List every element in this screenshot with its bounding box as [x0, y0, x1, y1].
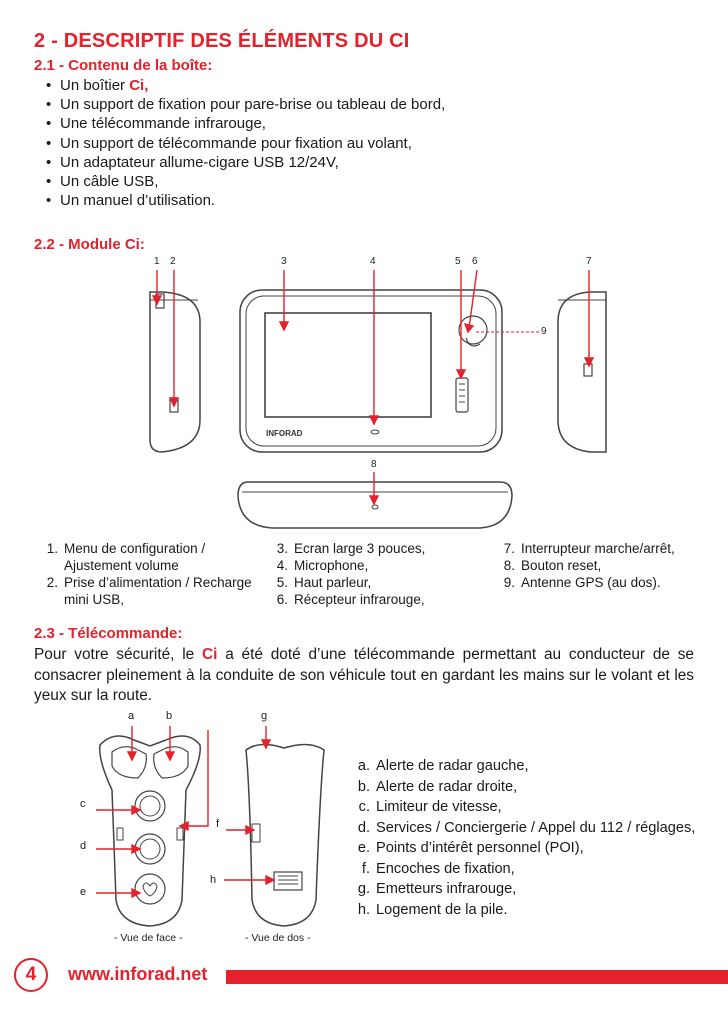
- callout-6: 6: [472, 256, 478, 267]
- legend-item: b.Alerte de radar droite,: [357, 778, 518, 795]
- remote-label-h: h: [210, 874, 217, 886]
- module-legend-col3: 7.Interrupteur marche/arrêt, 8.Bouton re…: [497, 540, 722, 591]
- legend-item: 7.Interrupteur marche/arrêt,: [503, 541, 675, 556]
- legend-item: 4.Microphone,: [276, 558, 369, 573]
- remote-illustration: [96, 726, 325, 927]
- website-link[interactable]: www.inforad.net: [68, 964, 208, 984]
- legend-item: 9.Antenne GPS (au dos).: [503, 575, 661, 590]
- device-screen: [264, 312, 432, 418]
- legend-item: 8.Bouton reset,: [503, 558, 602, 573]
- device-front: [239, 289, 503, 453]
- remote-paragraph: Pour votre sécurité, le Ci a été doté d’…: [34, 646, 694, 704]
- legend-item: c.Limiteur de vitesse,: [358, 799, 502, 815]
- remote-label-b: b: [166, 710, 173, 722]
- remote-front: [99, 735, 201, 927]
- legend-item: 6.Récepteur infrarouge,: [276, 592, 425, 607]
- page-number: 4: [14, 958, 48, 992]
- device-illustration: INFORAD: [149, 269, 607, 529]
- section-heading-box-contents: 2.1 - Contenu de la boîte:: [34, 57, 213, 74]
- legend-item: h.Logement de la pile.: [357, 901, 508, 918]
- list-item: Un câble USB,: [44, 172, 644, 191]
- legend-item: 1.Menu de configuration / Ajustement vol…: [46, 541, 206, 573]
- callout-2: 2: [170, 256, 176, 267]
- list-item: Un boîtier Ci,: [44, 76, 644, 95]
- legend-item: 2.Prise d’alimentation / Recharge mini U…: [46, 575, 252, 607]
- list-item-text: Un boîtier: [60, 77, 130, 94]
- legend-item: f.Encoches de fixation,: [361, 860, 515, 877]
- legend-item: g.Emetteurs infrarouge,: [357, 881, 517, 897]
- callout-7: 7: [586, 256, 592, 267]
- callout-9: 9: [541, 326, 547, 337]
- module-legend-col1: 1.Menu de configuration / Ajustement vol…: [40, 540, 260, 608]
- footer-bar: [226, 970, 728, 984]
- callout-8: 8: [371, 459, 377, 470]
- section-heading-module: 2.2 - Module Ci:: [34, 236, 145, 253]
- caption-front-view: - Vue de face -: [114, 932, 183, 944]
- remote-label-g: g: [261, 710, 268, 722]
- callout-3: 3: [281, 256, 287, 267]
- legend-item: 5.Haut parleur,: [276, 575, 372, 590]
- device-side-left: [149, 291, 201, 453]
- remote-label-f: f: [216, 818, 220, 830]
- remote-label-e: e: [80, 886, 87, 898]
- section-heading-remote: 2.3 - Télécommande:: [34, 625, 183, 642]
- caption-back-view: - Vue de dos -: [245, 932, 311, 944]
- device-side-right: [557, 291, 607, 453]
- legend-item: 3.Ecran large 3 pouces,: [276, 541, 426, 556]
- legend-item: d.Services / Conciergerie / Appel du 112…: [357, 819, 696, 836]
- brand-ci: Ci,: [129, 77, 149, 94]
- remote-label-a: a: [128, 710, 135, 722]
- remote-legend: a.Alerte de radar gauche, b.Alerte de ra…: [352, 756, 702, 920]
- speaker-icon: [455, 377, 469, 413]
- list-item: Une télécommande infrarouge,: [44, 114, 644, 133]
- list-item: Un support de télécommande pour fixation…: [44, 134, 644, 153]
- list-item: Un support de fixation pour pare-brise o…: [44, 95, 644, 114]
- remote-label-c: c: [80, 798, 86, 810]
- page-title: 2 - DESCRIPTIF DES ÉLÉMENTS DU CI: [34, 30, 410, 52]
- callout-5: 5: [455, 256, 461, 267]
- device-logo: INFORAD: [266, 429, 303, 438]
- box-contents-list: Un boîtier Ci, Un support de fixation po…: [44, 76, 644, 211]
- device-bottom: [237, 481, 513, 529]
- legend-item: e.Points d’intérêt personnel (POI),: [357, 840, 584, 856]
- legend-item: a.Alerte de radar gauche,: [357, 758, 529, 774]
- list-item: Un manuel d’utilisation.: [44, 191, 644, 210]
- remote-label-d: d: [80, 840, 87, 852]
- list-item: Un adaptateur allume-cigare USB 12/24V,: [44, 153, 644, 172]
- brand-ci: Ci: [202, 646, 218, 663]
- callout-4: 4: [370, 256, 376, 267]
- module-legend-col2: 3.Ecran large 3 pouces, 4.Microphone, 5.…: [270, 540, 490, 608]
- callout-1: 1: [154, 256, 160, 267]
- remote-back: [245, 743, 325, 927]
